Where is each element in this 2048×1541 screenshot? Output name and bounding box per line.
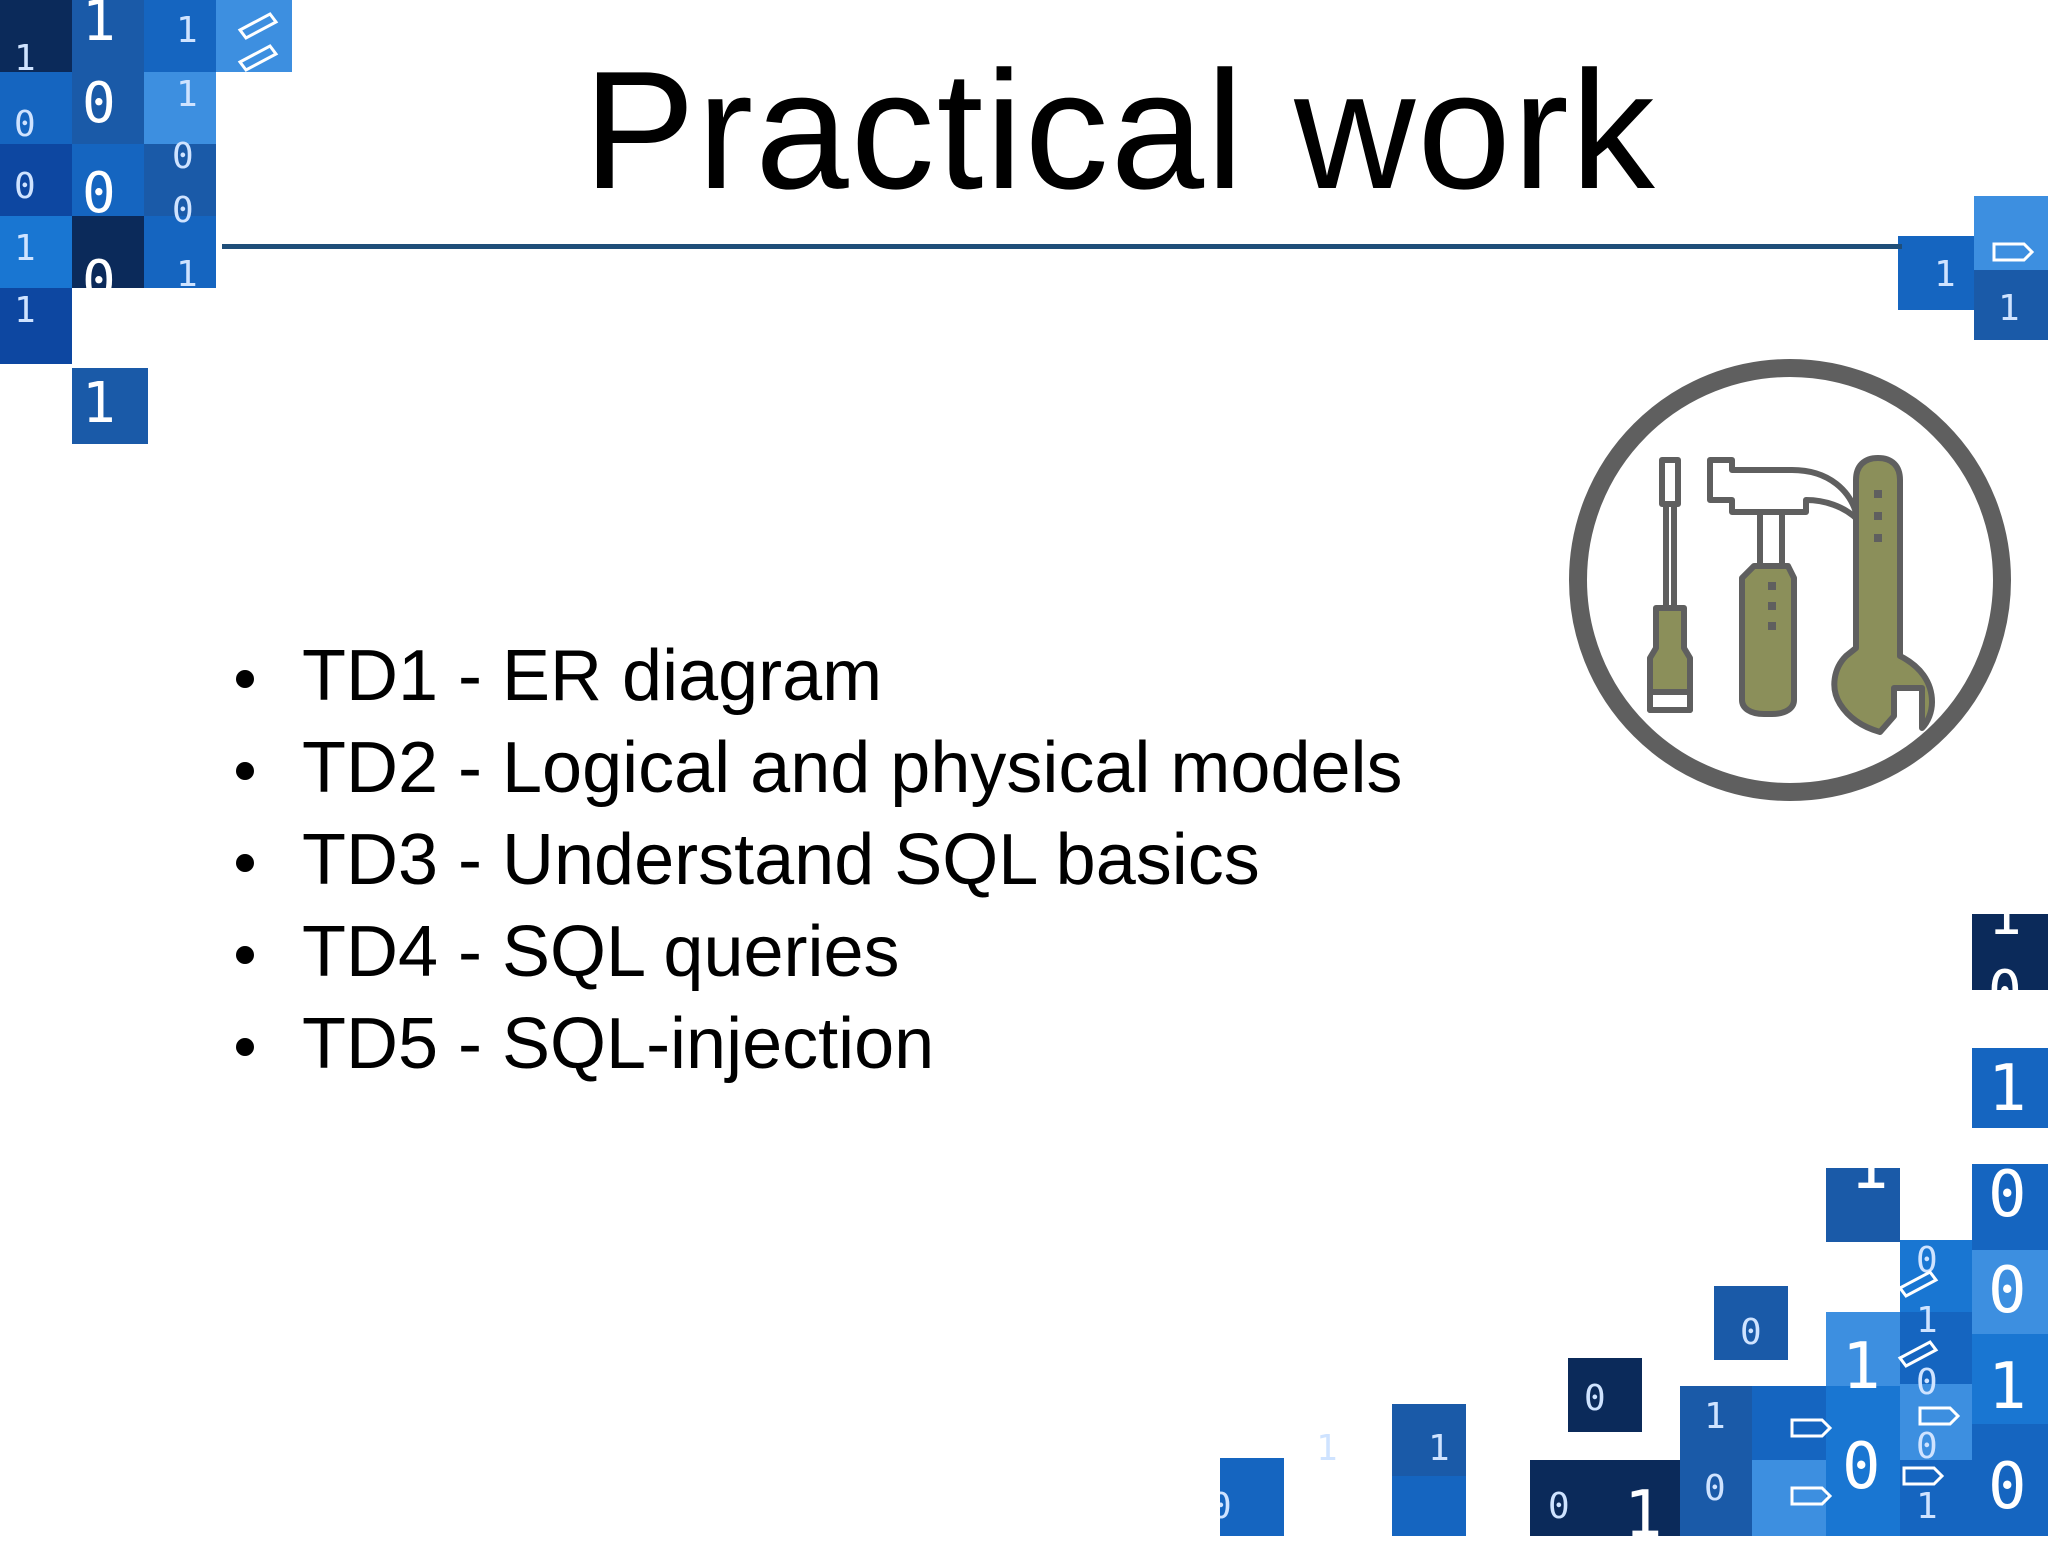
svg-text:0: 0 (14, 104, 36, 145)
svg-text:1: 1 (1850, 1130, 1889, 1204)
svg-text:0: 0 (1988, 1450, 2027, 1524)
svg-text:0: 0 (1584, 1378, 1606, 1419)
svg-text:0: 0 (1548, 1486, 1570, 1527)
svg-text:0: 0 (1988, 1254, 2027, 1328)
svg-text:1: 1 (176, 254, 198, 295)
svg-text:1: 1 (1704, 1396, 1726, 1437)
svg-text:0: 0 (1220, 1486, 1232, 1527)
wrench-icon (1831, 455, 1935, 735)
svg-text:1: 1 (14, 290, 36, 331)
svg-text:0: 0 (1704, 1468, 1726, 1509)
svg-text:0: 0 (82, 249, 116, 314)
bullet-item: TD5 - SQL-injection (232, 998, 1403, 1090)
svg-text:0: 0 (1740, 1312, 1762, 1353)
svg-text:0: 0 (172, 136, 194, 177)
svg-text:1: 1 (1624, 1478, 1663, 1536)
svg-text:1: 1 (176, 10, 198, 51)
svg-text:0: 0 (1988, 959, 2022, 990)
binary-pattern-top-right: 1 1 (1898, 196, 2048, 346)
tools-icon (1560, 350, 2020, 810)
svg-text:1: 1 (1934, 254, 1956, 295)
svg-text:0: 0 (82, 161, 116, 226)
binary-pattern-bottom-right: 1 0 0 1 0 1 1 0 1 0 0 1 0 0 1 0 1 0 0 (1210, 1048, 2048, 1541)
svg-text:0: 0 (1842, 1430, 1881, 1504)
svg-text:0: 0 (1916, 1240, 1938, 1281)
bullet-item: TD1 - ER diagram (232, 630, 1403, 722)
binary-pattern-right-middle: 1 0 (1972, 883, 2048, 1024)
svg-text:0: 0 (14, 166, 36, 207)
svg-text:1: 1 (1842, 1330, 1881, 1404)
bullet-item: TD2 - Logical and physical models (232, 722, 1403, 814)
svg-text:1: 1 (176, 74, 198, 115)
bullet-item: TD4 - SQL queries (232, 906, 1403, 998)
svg-text:0: 0 (172, 190, 194, 231)
svg-text:1: 1 (14, 38, 36, 79)
svg-text:1: 1 (14, 228, 36, 269)
bullet-item: TD3 - Understand SQL basics (232, 814, 1403, 906)
svg-text:0: 0 (1916, 1426, 1938, 1467)
screwdriver-icon (1647, 457, 1693, 713)
svg-text:0: 0 (1988, 1158, 2027, 1232)
svg-text:1: 1 (1988, 914, 2022, 948)
svg-text:1: 1 (82, 371, 116, 436)
svg-text:1: 1 (1916, 1300, 1938, 1341)
bullet-list: TD1 - ER diagram TD2 - Logical and physi… (232, 630, 1403, 1090)
svg-text:1: 1 (1428, 1428, 1450, 1469)
binary-pattern-top-left: 1 0 0 0 1 1 0 0 1 1 1 1 0 0 1 (0, 0, 300, 450)
svg-text:1: 1 (82, 0, 116, 54)
svg-text:0: 0 (1916, 1362, 1938, 1403)
svg-text:1: 1 (1316, 1428, 1338, 1469)
slide-title: Practical work (583, 36, 1657, 224)
svg-text:1: 1 (1988, 1052, 2027, 1126)
svg-text:0: 0 (82, 71, 116, 136)
svg-text:1: 1 (1998, 288, 2020, 329)
svg-text:1: 1 (1916, 1486, 1938, 1527)
svg-text:1: 1 (1988, 1350, 2027, 1424)
title-divider (222, 244, 1902, 249)
